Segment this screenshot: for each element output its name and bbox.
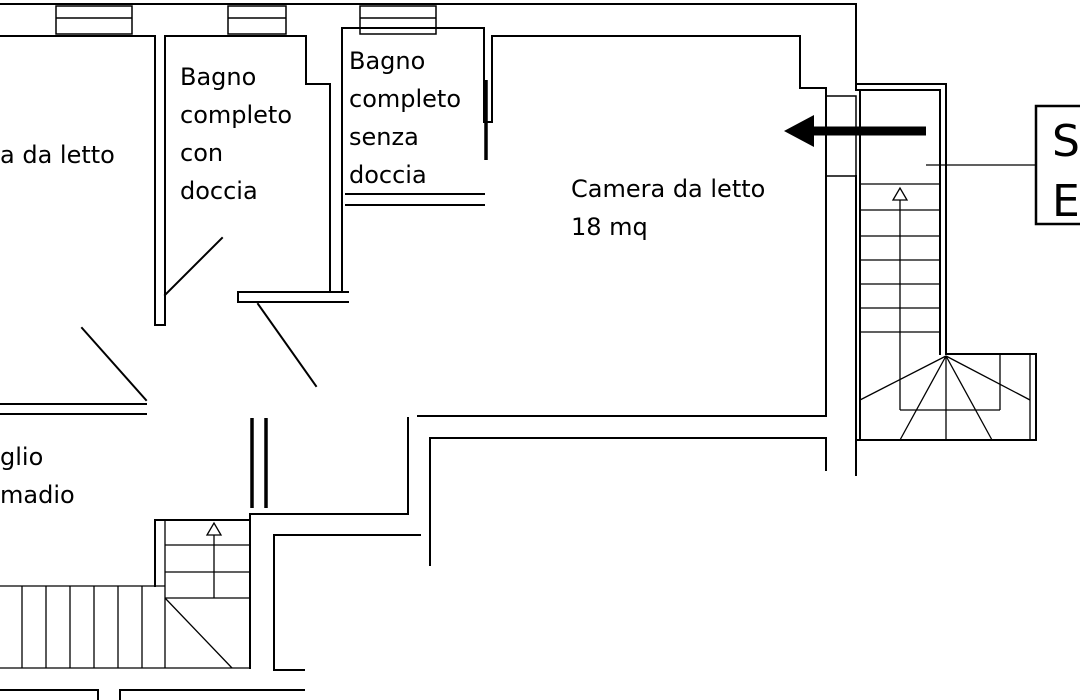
up-arrow-icon (205, 521, 223, 536)
room-label-bath-shower: Bagno completo con doccia (180, 63, 293, 205)
legend-text: S E (1052, 116, 1080, 227)
hallway-walls (0, 326, 431, 671)
window-3 (359, 5, 437, 35)
left-arrow-icon (784, 115, 926, 147)
bath-no-shower-walls (256, 27, 493, 388)
up-arrow-icon (891, 186, 909, 201)
staircase-bottom-left (0, 519, 305, 700)
room-label-bedroom-main: Camera da letto 18 mq (571, 175, 766, 241)
bedroom-main-walls (417, 35, 857, 476)
window-1 (55, 5, 133, 35)
bath-shower-walls (154, 27, 349, 326)
exterior-wall-top (0, 3, 857, 91)
room-label-bedroom-left: a da letto (0, 141, 115, 169)
room-label-bath-no-shower: Bagno completo senza doccia (349, 47, 462, 189)
staircase-right (855, 83, 1037, 441)
legend-box (1034, 104, 1080, 226)
room-label-closet: glio madio (0, 443, 75, 509)
window-2 (227, 5, 287, 35)
